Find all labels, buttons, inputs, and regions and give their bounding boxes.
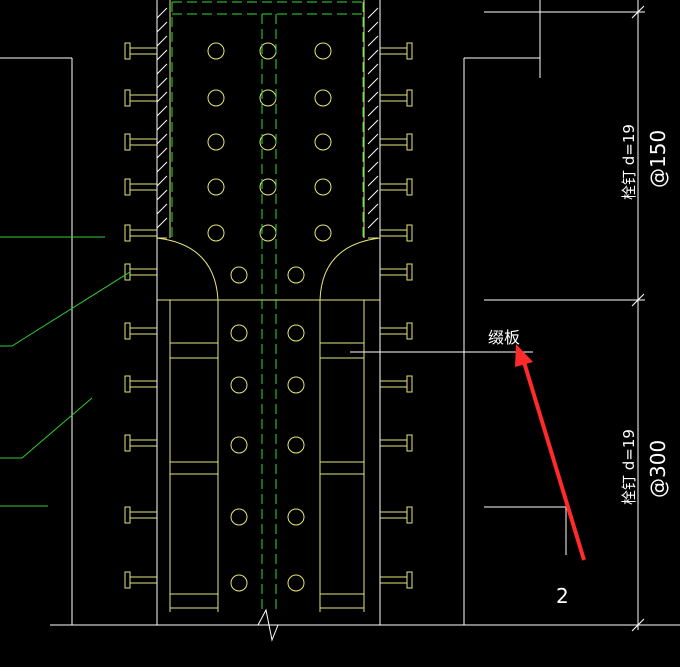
bolt-hole bbox=[287, 436, 305, 454]
break-symbol bbox=[257, 608, 279, 642]
bolt-hole bbox=[207, 224, 225, 242]
haunch-right bbox=[319, 237, 381, 301]
bolt-hole bbox=[287, 324, 305, 342]
shear-stud-head bbox=[406, 506, 413, 524]
shear-stud-head bbox=[406, 434, 413, 452]
bolt-hole bbox=[230, 376, 248, 394]
hatch-line bbox=[367, 21, 379, 33]
shear-stud-head bbox=[406, 178, 413, 196]
leader-lines bbox=[0, 236, 131, 507]
hatch-line bbox=[156, 203, 168, 215]
hatch-line bbox=[156, 119, 168, 131]
bolt-hole bbox=[287, 508, 305, 526]
stud-label-lower: 栓钉 d=19 bbox=[620, 429, 638, 505]
haunch-left bbox=[156, 237, 219, 301]
hatch-line bbox=[367, 203, 379, 215]
bolt-hole bbox=[230, 574, 248, 592]
shear-stud-head bbox=[406, 89, 413, 107]
shear-stud-head bbox=[124, 322, 131, 340]
bolt-hole bbox=[230, 508, 248, 526]
hatching bbox=[156, 7, 379, 229]
spacing-label-upper: @150 bbox=[646, 130, 670, 188]
hatch-line bbox=[156, 161, 168, 173]
hatch-line bbox=[367, 217, 379, 229]
bolt-holes bbox=[207, 42, 332, 592]
shear-stud-head bbox=[124, 434, 131, 452]
hatch-line bbox=[156, 175, 168, 187]
bolt-hole bbox=[207, 42, 225, 60]
steel-column bbox=[156, 0, 381, 612]
shear-stud-head bbox=[124, 89, 131, 107]
shear-stud-head bbox=[406, 571, 413, 589]
bolt-hole bbox=[230, 324, 248, 342]
hatch-line bbox=[367, 147, 379, 159]
hatch-line bbox=[156, 189, 168, 201]
hatch-line bbox=[156, 63, 168, 75]
hatch-line bbox=[367, 189, 379, 201]
bolt-hole bbox=[314, 42, 332, 60]
dimension-tick bbox=[631, 618, 645, 632]
hatch-line bbox=[156, 35, 168, 47]
marker-label: 2 bbox=[556, 584, 569, 608]
hatch-line bbox=[367, 133, 379, 145]
hatch-line bbox=[156, 147, 168, 159]
structure-lines bbox=[0, 0, 680, 642]
shear-stud-head bbox=[124, 133, 131, 151]
bolt-hole bbox=[230, 266, 248, 284]
shear-stud-head bbox=[124, 375, 131, 393]
bolt-hole bbox=[314, 178, 332, 196]
hatch-line bbox=[367, 161, 379, 173]
hatch-line bbox=[367, 35, 379, 47]
bolt-hole bbox=[287, 376, 305, 394]
bolt-hole bbox=[230, 436, 248, 454]
green-centerlines bbox=[171, 1, 364, 612]
hatch-line bbox=[367, 105, 379, 117]
shear-stud-head bbox=[406, 133, 413, 151]
hatch-line bbox=[156, 49, 168, 61]
annotation-arrow bbox=[515, 344, 586, 561]
hatch-line bbox=[156, 7, 168, 19]
leader-line bbox=[11, 271, 131, 347]
hatch-line bbox=[367, 91, 379, 103]
hatch-line bbox=[367, 175, 379, 187]
shear-stud-head bbox=[406, 375, 413, 393]
bolt-hole bbox=[287, 574, 305, 592]
hatch-line bbox=[156, 133, 168, 145]
shear-stud-head bbox=[124, 224, 131, 242]
shear-stud-head bbox=[406, 322, 413, 340]
shear-stud-head bbox=[406, 263, 413, 281]
hatch-line bbox=[367, 63, 379, 75]
bolt-hole bbox=[287, 266, 305, 284]
hatch-line bbox=[156, 217, 168, 229]
plate-label: 缀板 bbox=[488, 328, 520, 347]
bolt-hole bbox=[207, 89, 225, 107]
hatch-line bbox=[156, 91, 168, 103]
hatch-line bbox=[367, 49, 379, 61]
bolt-hole bbox=[314, 224, 332, 242]
hatch-line bbox=[156, 21, 168, 33]
shear-stud-head bbox=[124, 506, 131, 524]
hatch-line bbox=[156, 105, 168, 117]
shear-stud-head bbox=[406, 42, 413, 60]
leader-line bbox=[21, 397, 93, 459]
hatch-line bbox=[156, 77, 168, 89]
shear-stud-head bbox=[124, 178, 131, 196]
bolt-hole bbox=[314, 133, 332, 151]
hatch-line bbox=[367, 77, 379, 89]
shear-studs bbox=[124, 42, 413, 589]
stud-label-upper: 栓钉 d=19 bbox=[620, 124, 638, 200]
spacing-label-lower: @300 bbox=[646, 440, 670, 498]
dimension-tick bbox=[631, 293, 645, 307]
bolt-hole bbox=[207, 133, 225, 151]
hatch-line bbox=[367, 119, 379, 131]
shear-stud-head bbox=[124, 571, 131, 589]
bolt-hole bbox=[207, 178, 225, 196]
dimension-tick bbox=[631, 5, 645, 19]
hatch-line bbox=[367, 7, 379, 19]
shear-stud-head bbox=[124, 42, 131, 60]
shear-stud-head bbox=[406, 224, 413, 242]
bolt-hole bbox=[314, 89, 332, 107]
